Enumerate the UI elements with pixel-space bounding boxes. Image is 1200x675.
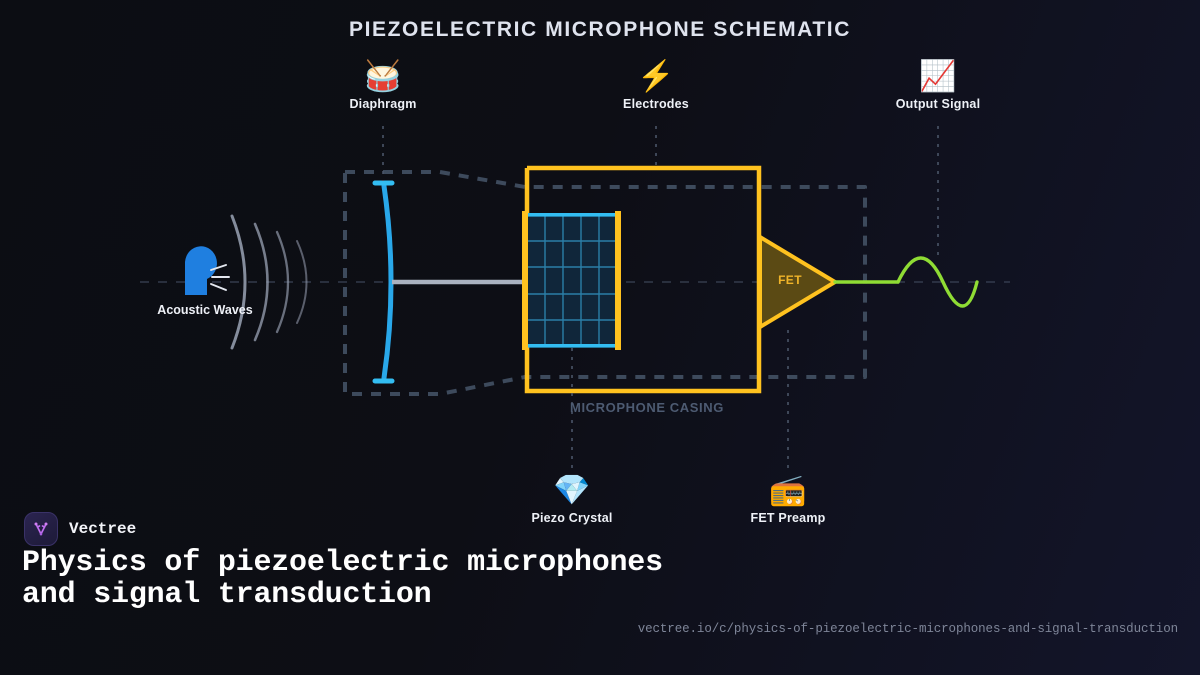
electrode-bars: [522, 211, 621, 350]
microphone-casing-label: MICROPHONE CASING: [570, 400, 724, 415]
callout-diaphragm: 🥁 Diaphragm: [303, 60, 463, 111]
brand-name: Vectree: [69, 520, 137, 538]
page-title: PIEZOELECTRIC MICROPHONE SCHEMATIC: [348, 18, 852, 41]
callout-label-fet-preamp: FET Preamp: [750, 511, 826, 525]
callout-piezo-crystal: 💎 Piezo Crystal: [492, 474, 652, 525]
fet-label: FET: [778, 273, 802, 287]
vectree-logo-icon: [24, 512, 58, 546]
source-url: vectree.io/c/physics-of-piezoelectric-mi…: [637, 622, 1178, 636]
fet-amplifier: [758, 235, 837, 329]
diaphragm-membrane: [372, 180, 395, 384]
callout-leader-lines: [382, 126, 939, 474]
callout-electrodes: ⚡ Electrodes: [576, 60, 736, 111]
callout-label-output-signal: Output Signal: [895, 97, 981, 111]
lightning-bolt-icon: ⚡: [637, 60, 675, 93]
brand-block: Vectree: [24, 512, 136, 546]
acoustic-waves-label: Acoustic Waves: [157, 303, 253, 317]
speaking-head-icon: [185, 246, 230, 295]
output-signal-wave: [833, 256, 979, 308]
radio-icon: 📻: [769, 474, 807, 507]
callout-label-electrodes: Electrodes: [623, 97, 689, 111]
casing-dashed-outline: [343, 170, 867, 396]
callout-output-signal: 📈 Output Signal: [858, 60, 1018, 111]
gem-stone-icon: 💎: [553, 474, 591, 507]
logo-glyph: [34, 522, 48, 536]
drum-icon: 🥁: [364, 60, 402, 93]
callout-label-piezo-crystal: Piezo Crystal: [531, 511, 613, 525]
callout-label-diaphragm: Diaphragm: [349, 97, 417, 111]
callout-fet-preamp: 📻 FET Preamp: [708, 474, 868, 525]
microphone-casing-body: [524, 165, 762, 394]
chart-increasing-icon: 📈: [919, 60, 957, 93]
acoustic-wave-arcs: [230, 214, 308, 350]
headline: Physics of piezoelectric microphones and…: [22, 546, 663, 612]
piezo-crystal-block: [527, 213, 616, 348]
